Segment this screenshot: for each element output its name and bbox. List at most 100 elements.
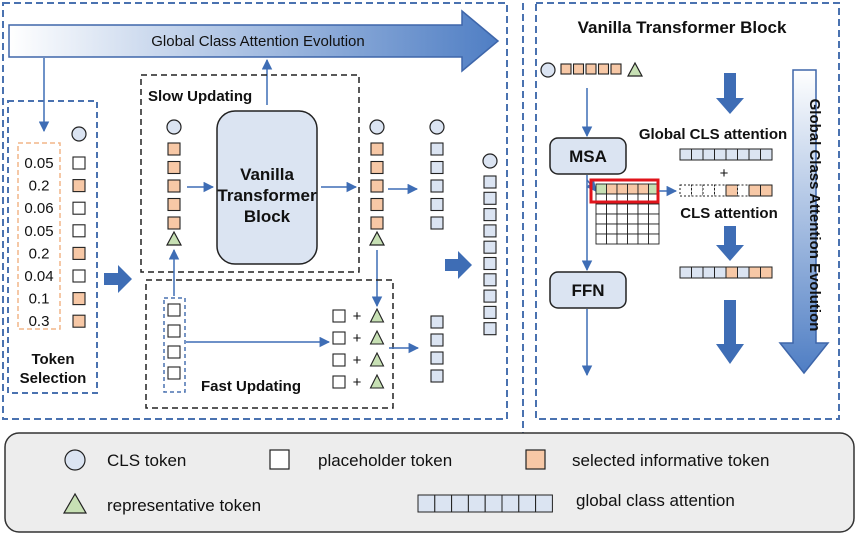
updated-token: [483, 322, 497, 336]
attention-cell: [616, 233, 628, 245]
placeholder-token: [167, 303, 181, 317]
token-score: 0.05: [24, 155, 53, 172]
cls-row-highlight: [589, 178, 660, 204]
representative-token: [369, 373, 385, 389]
informative-token: [72, 314, 86, 328]
attention-cell: [595, 203, 607, 215]
informative-token: [585, 63, 597, 75]
cls-attention-down-arrow: [716, 226, 744, 261]
informative-token: [167, 179, 181, 193]
attention-cell: [606, 213, 618, 225]
placeholder-token: [72, 156, 86, 170]
updated-token: [483, 240, 497, 254]
updated-token: [483, 208, 497, 222]
fast-updating-frame: [145, 279, 394, 409]
legend-global-attention-cell: [518, 494, 537, 513]
banner-arrow: [8, 9, 500, 73]
fast-input-frame: [163, 297, 186, 393]
cls-token: [369, 119, 385, 135]
global-cls-attention-bar: [679, 148, 773, 161]
updated-token: [483, 256, 497, 271]
attention-cell: [637, 223, 649, 235]
legend-informative-icon: [525, 449, 546, 470]
attention-cell: [648, 203, 660, 215]
placeholder-token: [167, 366, 181, 380]
score-column-frame: [17, 142, 61, 330]
token-score: 0.05: [24, 223, 53, 240]
updated-token: [483, 305, 497, 319]
informative-token: [597, 63, 610, 75]
attention-cell: [595, 213, 607, 225]
attention-cell: [627, 183, 639, 195]
left-panel-frame: [2, 2, 508, 420]
fast-merge-rows: ++++: [332, 307, 385, 391]
attention-cell: [627, 223, 639, 235]
updated-token: [483, 175, 497, 189]
cls-token: [429, 119, 445, 135]
global-attention-cell: [748, 148, 761, 161]
block-label-line3: Block: [244, 207, 291, 226]
informative-token: [370, 142, 384, 156]
attention-cell: [595, 183, 607, 195]
msa-block: [549, 137, 627, 175]
updated-token: [483, 191, 497, 205]
placeholder-token: [72, 201, 86, 215]
informative-token: [167, 197, 181, 212]
legend-placeholder-icon: [269, 449, 290, 470]
attention-cell: [648, 223, 660, 235]
token-score: 0.3: [29, 313, 50, 330]
cls-attention-cell: [760, 184, 773, 197]
attention-cell: [627, 203, 639, 215]
fast-output-tokens: [430, 315, 444, 383]
result-attention-cell: [748, 266, 761, 279]
updated-token: [430, 160, 444, 175]
legend-global-class-attention: global class attention: [576, 491, 735, 510]
cls-attention-cell: [679, 184, 692, 197]
informative-token: [72, 246, 86, 260]
attention-cell: [627, 233, 639, 245]
representative-token: [369, 351, 385, 367]
legend-global-attention-cell: [434, 494, 453, 513]
cls-token: [71, 126, 87, 142]
attention-cell: [616, 203, 628, 215]
result-down-arrow: [716, 300, 744, 364]
legend-global-attention-icon: [417, 494, 553, 513]
global-attention-cell: [737, 148, 750, 161]
fast-input-tokens: [167, 303, 181, 380]
informative-token: [167, 160, 181, 175]
slow-output-tokens: [370, 142, 384, 230]
attention-cell: [637, 233, 649, 245]
updated-token: [483, 224, 497, 238]
ffn-label: FFN: [571, 281, 604, 300]
attention-cell: [637, 183, 649, 195]
global-attention-cell: [760, 148, 773, 161]
result-attention-cell: [760, 266, 773, 279]
updated-token: [430, 315, 444, 329]
global-attention-cell: [725, 148, 738, 161]
legend-cls-token: CLS token: [107, 451, 186, 470]
selection-to-updating-arrow: [104, 265, 132, 293]
global-attention-cell: [691, 148, 704, 161]
token-selection-frame: [7, 100, 98, 394]
cls-attention-cell: [725, 184, 738, 197]
attention-cell: [648, 233, 660, 245]
placeholder-token: [167, 345, 181, 359]
vertical-evolution-label: Global Class Attention Evolution: [806, 99, 823, 332]
global-attention-cell: [714, 148, 727, 161]
informative-token: [370, 160, 384, 175]
placeholder-token: [332, 353, 346, 367]
placeholder-token: [167, 324, 181, 338]
cls-token: [166, 119, 182, 135]
legend-representative-token: representative token: [107, 496, 261, 515]
placeholder-token: [332, 331, 346, 345]
legend-global-attention-cell: [535, 494, 553, 513]
ffn-block: [549, 271, 627, 309]
block-label-line1: Vanilla: [240, 165, 294, 184]
attention-cell: [637, 213, 649, 225]
token-score: 0.04: [24, 268, 53, 285]
attention-cell: [637, 203, 649, 215]
attention-cell: [606, 223, 618, 235]
informative-token: [560, 63, 572, 75]
slow-updating-frame: [140, 74, 360, 273]
